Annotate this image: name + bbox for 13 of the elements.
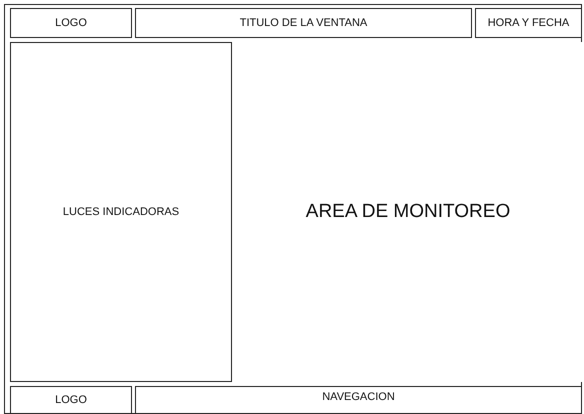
title-bar (135, 8, 472, 38)
indicator-panel (10, 42, 232, 382)
clock-panel (475, 8, 582, 38)
panel-label: HORA Y FECHA (488, 17, 570, 29)
panel-label: TITULO DE LA VENTANA (240, 17, 368, 29)
panel-label: LOGO (55, 17, 87, 29)
panel-label: NAVEGACION (322, 391, 395, 403)
footer-section (10, 386, 132, 414)
panel-label: AREA DE MONITOREO (306, 201, 510, 223)
navigation-bar (135, 386, 582, 414)
header-section (10, 8, 132, 38)
panel-label: LUCES INDICADORAS (62, 206, 180, 218)
panel-label: LOGO (55, 394, 87, 406)
